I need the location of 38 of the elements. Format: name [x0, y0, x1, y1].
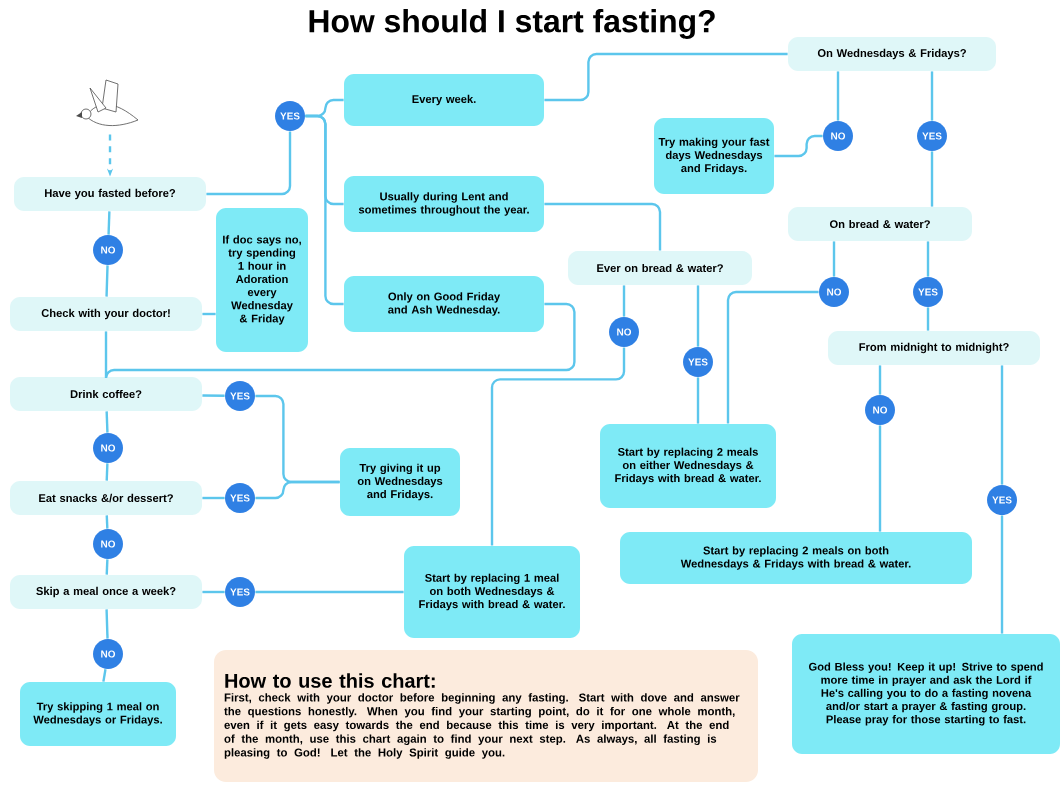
- connector-line: [836, 71, 840, 121]
- connector-line: [202, 312, 216, 316]
- connector-line: [105, 609, 109, 639]
- connector-line: [774, 134, 823, 158]
- connector-line: [622, 285, 626, 317]
- connector-line: [202, 394, 225, 397]
- connector-line: [105, 265, 109, 297]
- connector-line: [105, 559, 109, 575]
- connector-line: [696, 285, 700, 347]
- connector-line: [930, 151, 934, 207]
- connector-line: [544, 52, 788, 102]
- connector-line: [305, 114, 344, 306]
- connector-line: [105, 515, 109, 529]
- connector-line: [544, 202, 662, 251]
- connector-line: [202, 590, 225, 594]
- connector-line: [104, 331, 108, 377]
- connector-line: [926, 241, 930, 277]
- connector-line: [202, 496, 225, 500]
- connector-line: [1000, 365, 1004, 485]
- connector-line: [105, 463, 109, 481]
- connector-line: [1000, 515, 1004, 634]
- connector-line: [878, 365, 882, 395]
- dove-drawing: [76, 79, 139, 126]
- title: How should I start fasting?: [309, 9, 715, 39]
- connector-line: [107, 211, 111, 235]
- connector-line: [255, 480, 340, 500]
- connector-line: [930, 71, 934, 121]
- connector-line: [490, 347, 626, 546]
- connector-line: [104, 302, 576, 380]
- connector-line: [878, 425, 882, 532]
- connector-line: [926, 307, 930, 331]
- connector-line: [255, 590, 404, 594]
- connector-line: [696, 377, 700, 424]
- connector-line: [726, 290, 819, 424]
- connector-line: [832, 241, 836, 277]
- connector-line: [206, 131, 292, 196]
- connector-line: [102, 669, 107, 682]
- connector-line: [105, 411, 109, 433]
